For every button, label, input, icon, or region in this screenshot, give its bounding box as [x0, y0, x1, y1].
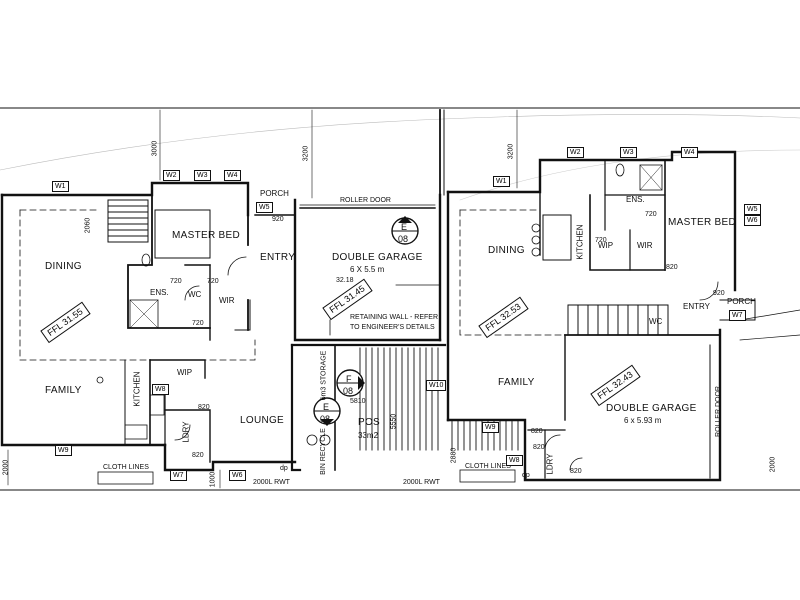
dim-3200-b: 3200 — [507, 143, 515, 160]
room-ldry-right: LDRY — [545, 453, 555, 475]
note-cloth-lines-right: CLOTH LINES — [465, 463, 511, 470]
room-wir-left: WIR — [219, 296, 235, 305]
section-marker-low-letter: E — [323, 402, 330, 412]
dim-720-a: 720 — [170, 278, 182, 285]
dim-2000-a: 2000 — [2, 459, 10, 476]
window-w8-left: W8 — [152, 384, 169, 395]
room-family-left: FAMILY — [45, 385, 82, 396]
window-w4-left: W4 — [224, 170, 241, 181]
section-marker-top-letter: E — [401, 222, 408, 232]
note-roller-door-top: ROLLER DOOR — [340, 197, 391, 204]
dim-5550: 5550 — [390, 413, 398, 430]
dim-3000: 3000 — [151, 140, 159, 157]
window-w10: W10 — [426, 380, 447, 391]
room-family-right: FAMILY — [498, 377, 535, 388]
window-w1-right: W1 — [493, 176, 510, 187]
section-marker-top-sheet: 08 — [398, 234, 409, 244]
dim-820-b: 820 — [192, 452, 204, 459]
room-porch-right: PORCH — [727, 297, 756, 306]
room-bin-recycle: BIN RECYCLE — [319, 428, 327, 475]
window-w9-left: W9 — [55, 445, 72, 456]
note-dp-right: dp — [522, 472, 530, 479]
room-porch-left: PORCH — [260, 189, 289, 198]
dim-720-c: 720 — [192, 320, 204, 327]
note-rwt-right: 2000L RWT — [403, 479, 440, 486]
window-w1-left: W1 — [52, 181, 69, 192]
dim-5810: 5810 — [350, 398, 366, 405]
dim-820-f: 820 — [570, 468, 582, 475]
room-wc-right: WC — [649, 317, 663, 326]
window-w7-right: W7 — [729, 310, 746, 321]
window-w3-right: W3 — [620, 147, 637, 158]
note-roller-door-side: ROLLER DOOR — [714, 386, 722, 437]
section-marker-low: E 08 — [310, 394, 344, 428]
note-cloth-lines-left: CLOTH LINES — [103, 464, 149, 471]
room-garage-right-size: 6 x 5.93 m — [624, 416, 662, 425]
dim-3200-a: 3200 — [302, 145, 310, 162]
section-marker-mid-letter: F — [346, 374, 352, 384]
room-pos-area: 33m2 — [358, 431, 379, 440]
room-dining-right: DINING — [488, 245, 525, 256]
room-lounge: LOUNGE — [240, 415, 285, 426]
window-w5-left: W5 — [256, 202, 273, 213]
dim-920-right: 920 — [713, 290, 725, 297]
room-wip-left: WIP — [177, 368, 193, 377]
window-w3-left: W3 — [194, 170, 211, 181]
dim-720-e: 720 — [595, 237, 607, 244]
window-w6-left: W6 — [229, 470, 246, 481]
window-w2-left: W2 — [163, 170, 180, 181]
room-double-garage-left: DOUBLE GARAGE — [332, 252, 423, 263]
window-w7-left: W7 — [170, 470, 187, 481]
room-double-garage-right: DOUBLE GARAGE — [606, 403, 697, 414]
dim-820-c: 820 — [531, 428, 543, 435]
room-wc-left: WC — [188, 290, 202, 299]
note-retaining-wall-1: RETAINING WALL - REFER — [350, 314, 439, 321]
room-garage-left-size: 6 X 5.5 m — [350, 265, 385, 274]
room-ens-left: ENS. — [150, 288, 169, 297]
room-master-bed-left: MASTER BED — [172, 230, 241, 241]
room-master-bed-right: MASTER BED — [668, 217, 737, 228]
dim-2000-b: 2000 — [769, 456, 777, 473]
room-ens-right: ENS. — [626, 195, 645, 204]
room-kitchen-left: KITCHEN — [132, 371, 142, 407]
dim-720-b: 720 — [207, 278, 219, 285]
dim-720-d: 720 — [645, 211, 657, 218]
section-marker-low-sheet: 08 — [320, 414, 331, 424]
window-w6-right: W6 — [744, 215, 761, 226]
dim-2060: 2060 — [84, 217, 92, 234]
room-storage: 6m3 STORAGE — [320, 350, 328, 401]
note-retaining-wall-2: TO ENGINEER'S DETAILS — [350, 324, 435, 331]
dim-820-e: 820 — [666, 264, 678, 271]
dim-820-d: 820 — [533, 444, 545, 451]
dim-2880: 2880 — [450, 447, 458, 464]
dim-820-a: 820 — [198, 404, 210, 411]
window-w4-right: W4 — [681, 147, 698, 158]
window-w5-right: W5 — [744, 204, 761, 215]
section-marker-mid-sheet: 08 — [343, 386, 354, 396]
window-w8-right: W8 — [506, 455, 523, 466]
note-rwt-left: 2000L RWT — [253, 479, 290, 486]
dim-920-left: 920 — [272, 216, 284, 223]
room-ldry-left: LDRY — [181, 421, 191, 443]
dim-1000: 1000 — [209, 471, 217, 488]
room-kitchen-right: KITCHEN — [575, 224, 585, 260]
room-entry-left: ENTRY — [260, 252, 296, 263]
note-level-mark: 32.18 — [336, 277, 354, 284]
note-dp-left: dp — [280, 465, 288, 472]
room-wir-right: WIR — [637, 241, 653, 250]
room-wip-right: WIP — [598, 241, 614, 250]
section-marker-top: E 08 — [388, 214, 422, 248]
window-w9-right: W9 — [482, 422, 499, 433]
room-entry-right: ENTRY — [683, 302, 710, 311]
window-w2-right: W2 — [567, 147, 584, 158]
room-pos: POS — [358, 417, 381, 428]
section-marker-mid: F 08 — [333, 366, 367, 400]
room-dining-left: DINING — [45, 261, 82, 272]
